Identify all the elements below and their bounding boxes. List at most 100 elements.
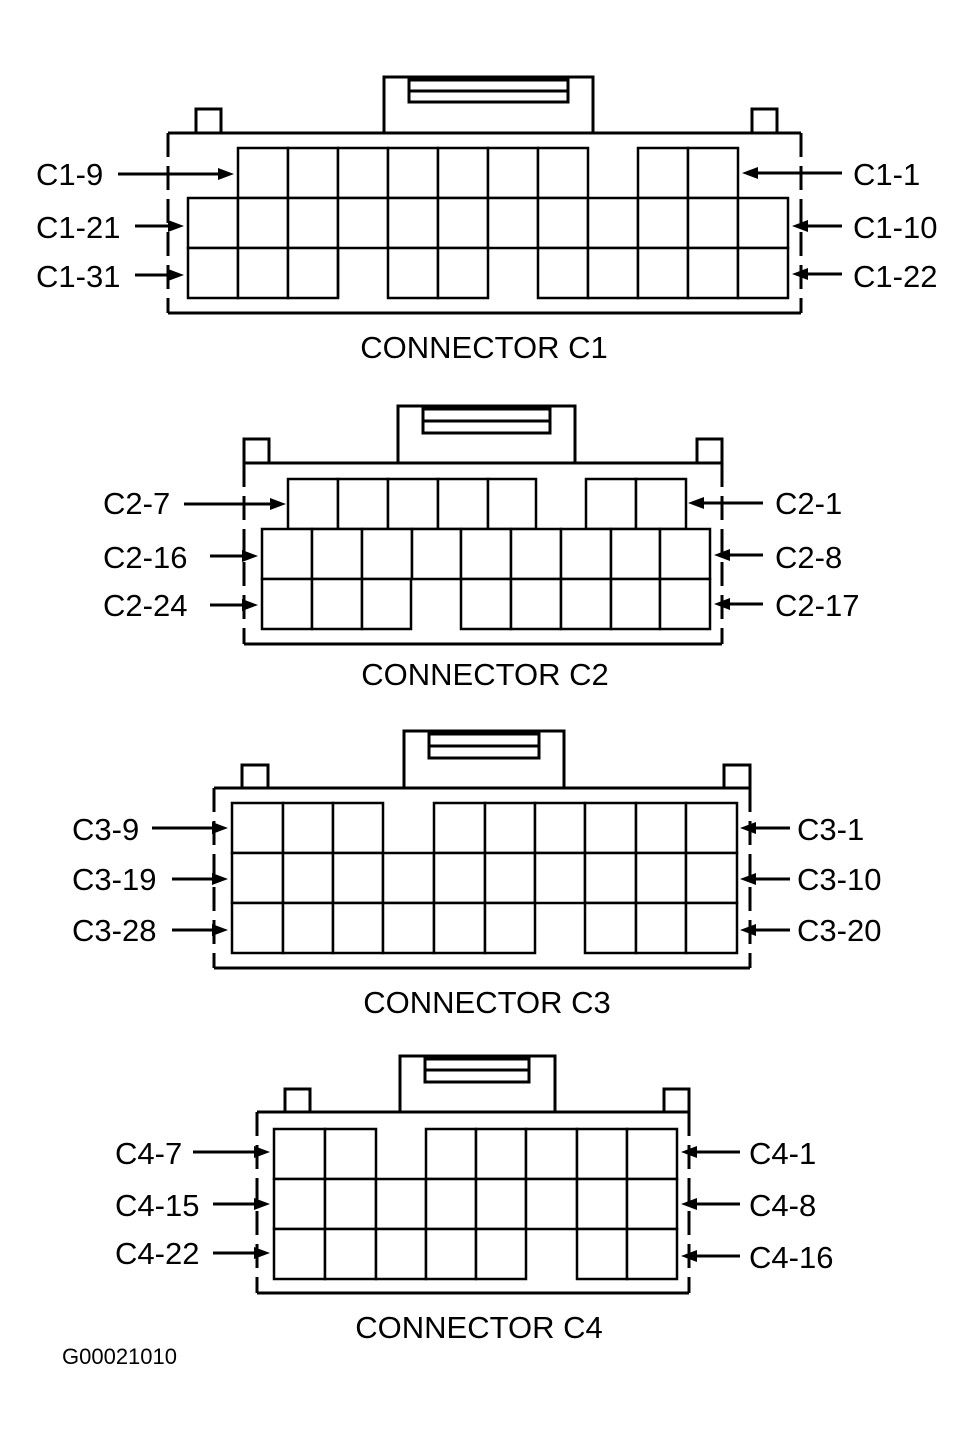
connector-c1-title: CONNECTOR C1 bbox=[360, 330, 607, 365]
connector-c2-title: CONNECTOR C2 bbox=[361, 657, 608, 692]
pin-cavity bbox=[686, 196, 740, 250]
pin-cavity bbox=[236, 246, 290, 300]
pin-cavity bbox=[483, 851, 537, 905]
pin-label-c3-28: C3-28 bbox=[72, 913, 156, 948]
pin-cavity bbox=[486, 477, 538, 531]
pin-cavity bbox=[533, 801, 587, 855]
arrow-head bbox=[242, 599, 258, 611]
pin-label-c2-16: C2-16 bbox=[103, 540, 187, 575]
pin-cavity bbox=[634, 901, 688, 955]
arrow-head bbox=[681, 1198, 697, 1210]
pin-cavity bbox=[230, 901, 285, 955]
pin-cavity bbox=[575, 1127, 629, 1181]
pin-cavity bbox=[186, 196, 240, 250]
arrow-head bbox=[254, 1198, 270, 1210]
pin-label-c1-21: C1-21 bbox=[36, 210, 120, 245]
pin-label-c4-8: C4-8 bbox=[749, 1188, 816, 1223]
arrow-head bbox=[242, 550, 258, 562]
c1-tab-left bbox=[194, 107, 223, 135]
pin-cavity bbox=[336, 146, 390, 200]
arrow-head bbox=[681, 1250, 697, 1262]
pin-cavity bbox=[686, 146, 740, 200]
pin-cavity bbox=[584, 477, 638, 531]
arrow-head bbox=[212, 822, 228, 834]
pin-label-c3-1: C3-1 bbox=[797, 812, 864, 847]
pin-cavity bbox=[486, 146, 540, 200]
arrow-head bbox=[714, 549, 730, 561]
pin-cavity bbox=[272, 1177, 327, 1231]
c2-pin-grid bbox=[260, 477, 712, 631]
pin-cavity bbox=[686, 246, 740, 300]
pin-cavity bbox=[483, 901, 537, 955]
pin-cavity bbox=[459, 577, 513, 631]
c2-housing bbox=[244, 461, 722, 646]
pin-cavity bbox=[609, 577, 662, 631]
pin-cavity bbox=[386, 477, 440, 531]
pin-cavity bbox=[281, 851, 335, 905]
pin-cavity bbox=[381, 851, 436, 905]
pin-cavity bbox=[524, 1177, 579, 1231]
arrow-head bbox=[740, 873, 756, 885]
pin-cavity bbox=[583, 851, 638, 905]
connector-c2: C2-7 C2-16 C2-24 C2-1 C2-8 C2-17 CONNECT… bbox=[103, 404, 859, 692]
pin-cavity bbox=[386, 196, 440, 250]
arrow-head bbox=[168, 220, 184, 232]
pin-cavity bbox=[230, 801, 285, 855]
arrow-head bbox=[168, 269, 184, 281]
pin-cavity bbox=[474, 1177, 528, 1231]
pin-label-c4-7: C4-7 bbox=[115, 1136, 182, 1171]
pin-cavity bbox=[536, 246, 590, 300]
pin-cavity bbox=[424, 1227, 478, 1281]
pin-cavity bbox=[509, 577, 563, 631]
arrow-head bbox=[714, 598, 730, 610]
pin-cavity bbox=[609, 527, 662, 581]
pin-cavity bbox=[684, 901, 739, 955]
pin-cavity bbox=[634, 801, 688, 855]
pin-label-c2-1: C2-1 bbox=[775, 486, 842, 521]
pin-cavity bbox=[486, 196, 540, 250]
c3-pin-grid bbox=[230, 801, 739, 955]
c1-housing bbox=[168, 131, 801, 315]
pin-cavity bbox=[634, 477, 688, 531]
pin-cavity bbox=[323, 1227, 378, 1281]
arrow-head bbox=[254, 1247, 270, 1259]
pin-label-c1-31: C1-31 bbox=[36, 259, 120, 294]
pin-cavity bbox=[360, 577, 413, 631]
pin-cavity bbox=[281, 801, 335, 855]
pin-cavity bbox=[236, 146, 290, 200]
pin-cavity bbox=[658, 527, 712, 581]
pin-cavity bbox=[559, 527, 613, 581]
pin-label-c1-9: C1-9 bbox=[36, 157, 103, 192]
pin-label-c1-10: C1-10 bbox=[853, 210, 937, 245]
pin-label-c2-7: C2-7 bbox=[103, 486, 170, 521]
pin-label-c2-24: C2-24 bbox=[103, 588, 187, 623]
pin-cavity bbox=[260, 527, 314, 581]
pin-cavity bbox=[410, 527, 463, 581]
arrow-head bbox=[212, 873, 228, 885]
pin-label-c4-22: C4-22 bbox=[115, 1236, 199, 1271]
pin-cavity bbox=[331, 851, 385, 905]
pin-cavity bbox=[474, 1227, 528, 1281]
pin-cavity bbox=[230, 851, 285, 905]
pin-cavity bbox=[634, 851, 688, 905]
arrow-head bbox=[792, 220, 808, 232]
pin-cavity bbox=[432, 851, 487, 905]
pin-cavity bbox=[524, 1127, 579, 1181]
pin-label-c3-10: C3-10 bbox=[797, 862, 881, 897]
pin-label-c4-16: C4-16 bbox=[749, 1240, 833, 1275]
c2-tab-right bbox=[695, 437, 724, 465]
pin-cavity bbox=[625, 1177, 679, 1231]
c4-latch bbox=[398, 1054, 557, 1114]
pin-cavity bbox=[575, 1177, 629, 1231]
arrow-head bbox=[254, 1146, 270, 1158]
pin-cavity bbox=[436, 477, 490, 531]
figure-id: G00021010 bbox=[62, 1344, 177, 1369]
pin-cavity bbox=[474, 1127, 528, 1181]
arrow-head bbox=[792, 268, 808, 280]
pin-cavity bbox=[432, 901, 487, 955]
pin-cavity bbox=[459, 527, 513, 581]
arrow-head bbox=[740, 924, 756, 936]
pin-cavity bbox=[575, 1227, 629, 1281]
pin-label-c4-15: C4-15 bbox=[115, 1188, 199, 1223]
pin-cavity bbox=[509, 527, 563, 581]
